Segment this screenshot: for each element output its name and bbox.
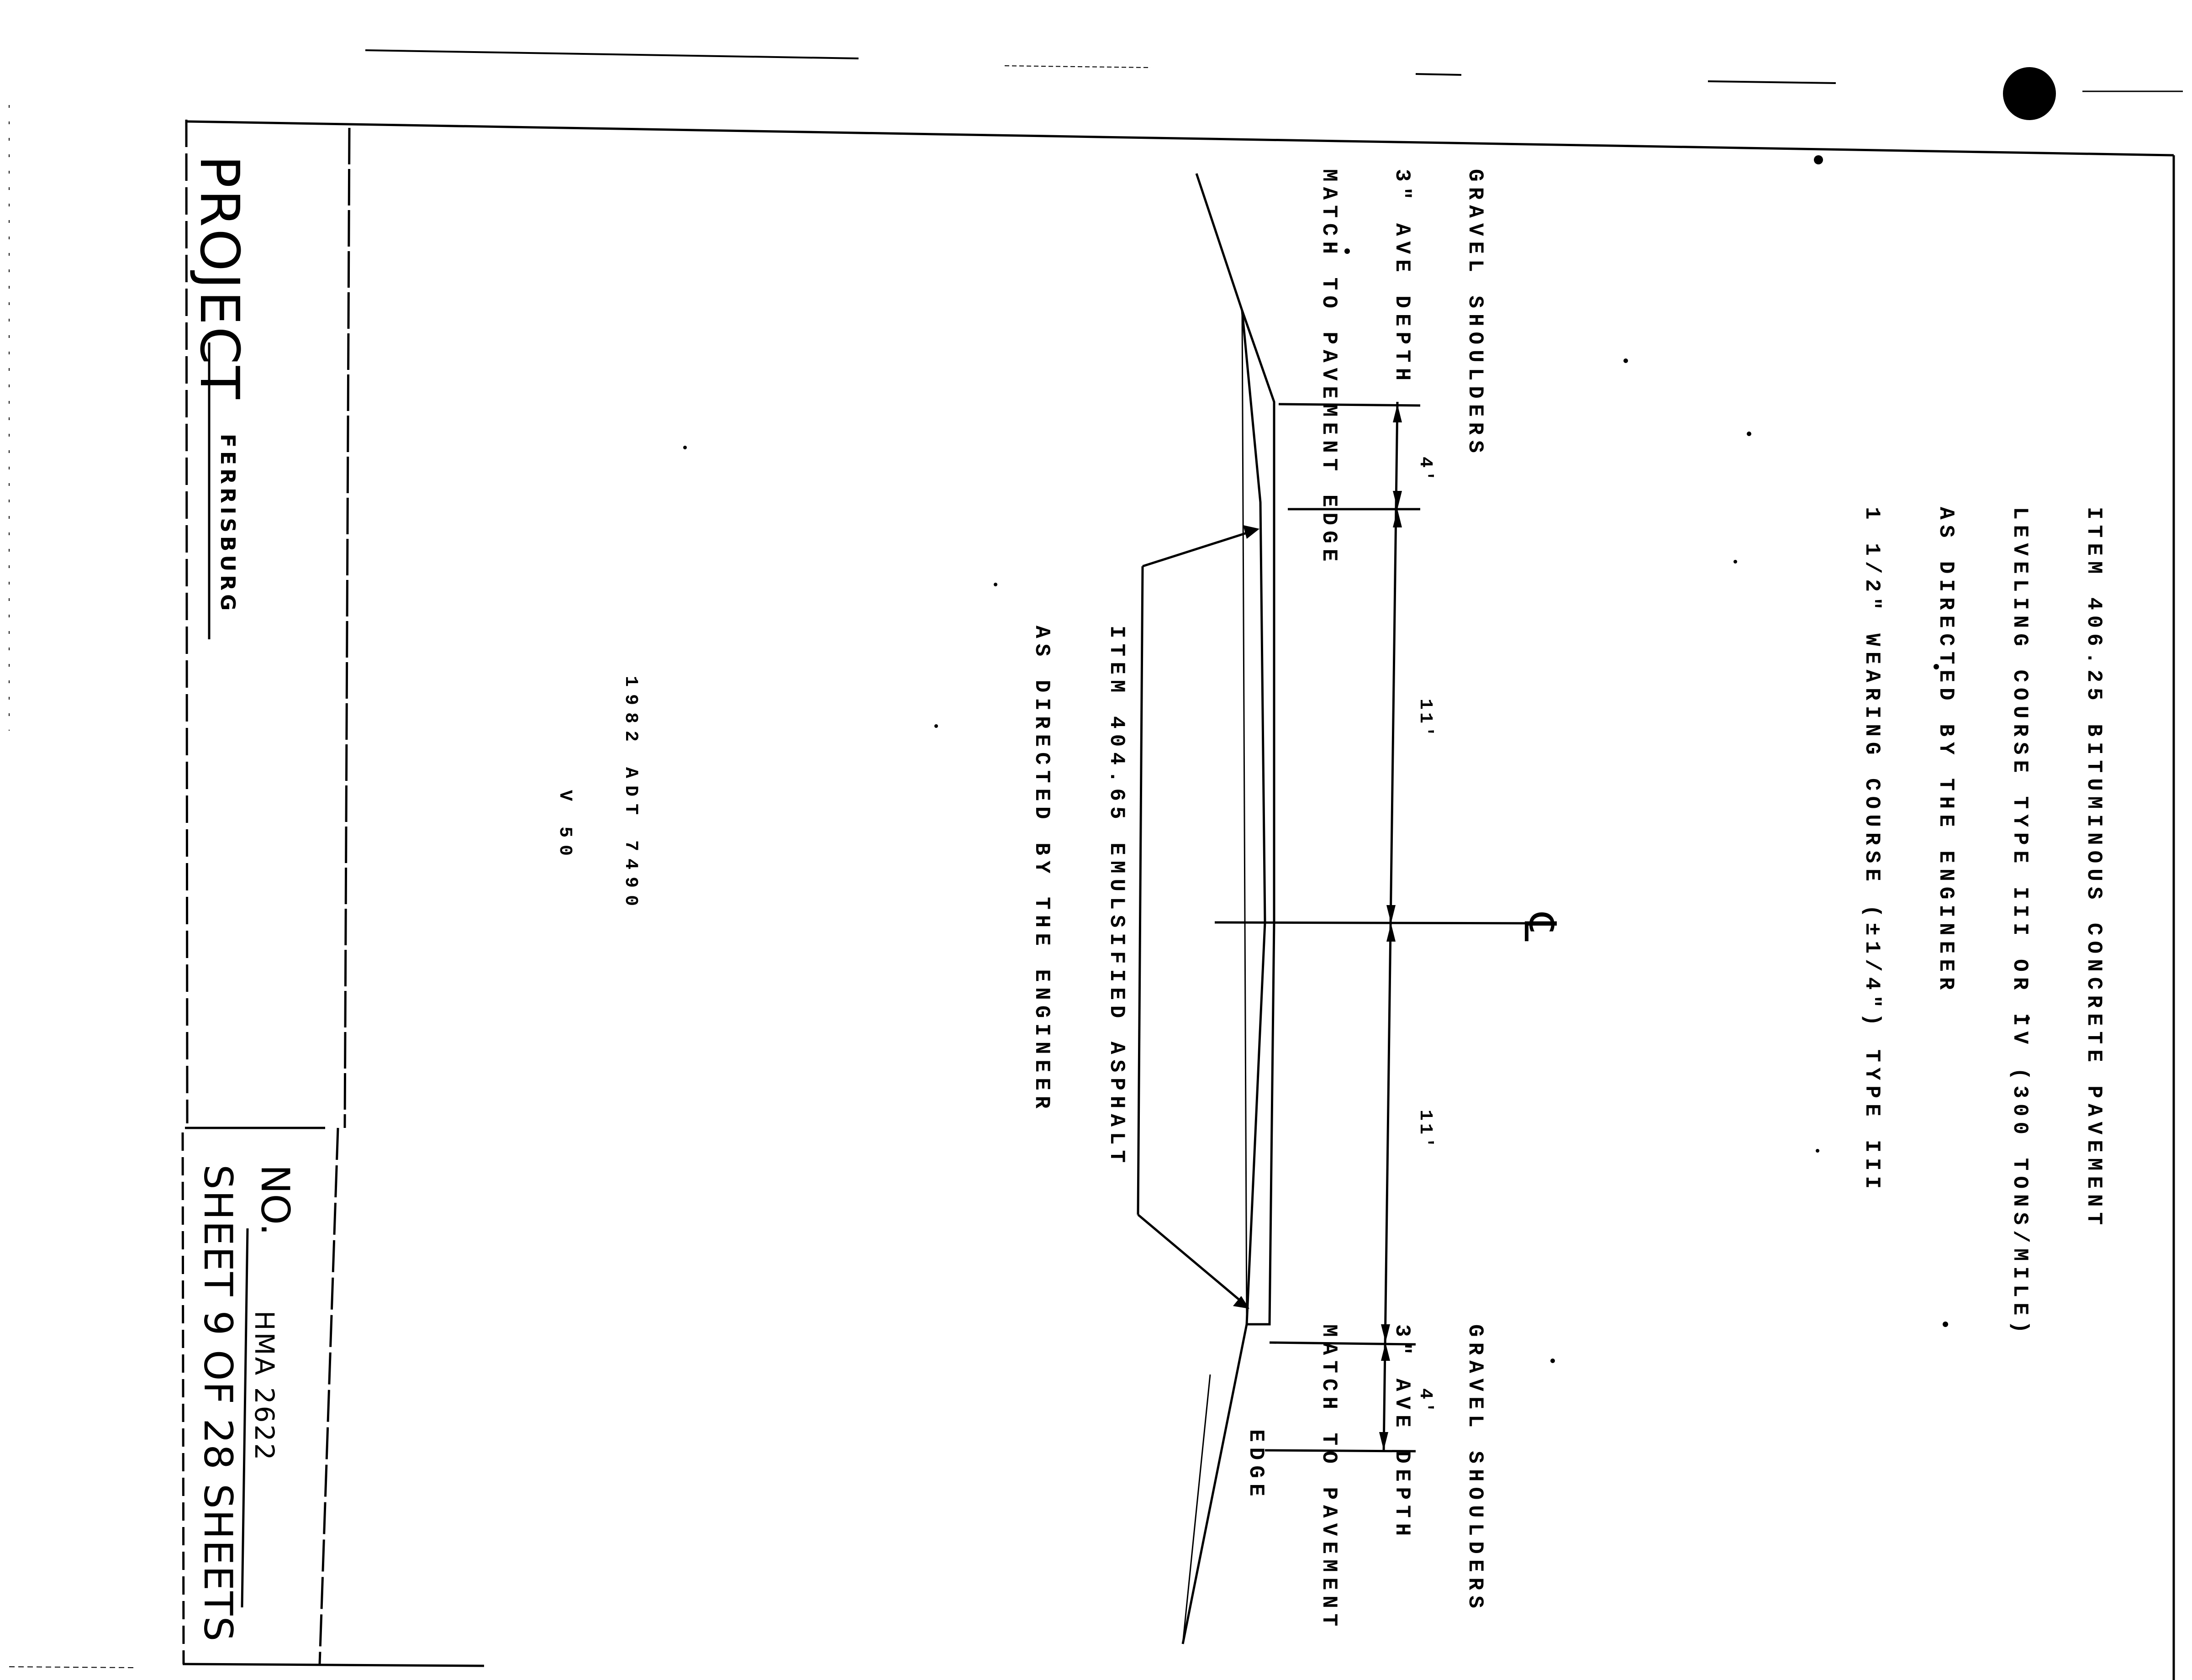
traffic-line1: 1982 ADT 7490 [620,676,641,914]
item-406-line2: LEVELING COURSE TYPE III OR IV (300 TONS… [2008,507,2032,1339]
shoulder-right-line4: EDGE [1244,1429,1268,1502]
item-404-line2: AS DIRECTED BY THE ENGINEER [1030,626,1054,1114]
subgrade-line [1181,173,1266,1644]
sheet-number: SHEET 9 OF 28 SHEETS [195,1164,241,1643]
scan-edge-marks [9,49,2183,1668]
project-name: FERRISBURG [216,434,239,615]
shoulder-right-line2: 3" AVE DEPTH [1390,1324,1414,1542]
pavement-top-line [1241,310,1275,1326]
dim-shoulder-left: 4' [1415,457,1435,485]
item-404-note: ITEM 404.65 EMULSIFIED ASPHALT AS DIRECT… [1010,626,1169,1168]
item-404-line1: ITEM 404.65 EMULSIFIED ASPHALT [1105,626,1128,1169]
dim-lane-right: 11' [1415,1110,1435,1151]
item-406-line1: ITEM 406.25 BITUMINOUS CONCRETE PAVEMENT [2082,507,2106,1231]
sheet-border [181,119,2175,1680]
punch-hole [2003,67,2056,120]
no-label: NO. [252,1164,298,1236]
item-404-arrowheads [1233,525,1259,1309]
shoulder-right-line3: MATCH TO PAVEMENT [1317,1324,1341,1632]
shoulder-left-line1: GRAVEL SHOULDERS [1463,169,1487,458]
item-404-leaders [1137,528,1257,1307]
traffic-line2: V 50 [554,790,575,864]
title-block-lines [185,127,351,1664]
item-406-line3: AS DIRECTED BY THE ENGINEER [1934,507,1958,995]
item-406-note: ITEM 406.25 BITUMINOUS CONCRETE PAVEMENT… [1840,507,2146,1339]
shoulder-right-line1: GRAVEL SHOULDERS [1463,1324,1487,1614]
project-label: PROJECT [188,155,251,401]
dimension-arrows [1379,404,1402,1450]
dim-lane-left: 11' [1415,699,1435,740]
shoulder-left-line2: 3" AVE DEPTH [1390,169,1414,386]
item-406-line4: 1 1/2" WEARING COURSE (±1/4") TYPE III [1860,507,1884,1194]
shoulder-right-note: GRAVEL SHOULDERS 3" AVE DEPTH MATCH TO P… [1224,1324,1528,1632]
centerline-symbol: ℄ [1514,913,1565,942]
shoulder-left-line3: MATCH TO PAVEMENT EDGE [1317,169,1341,567]
shoulder-left-note: GRAVEL SHOULDERS 3" AVE DEPTH MATCH TO P… [1297,169,1528,567]
no-value: HMA 2622 [249,1311,280,1462]
scan-specks [683,155,2030,1363]
dim-shoulder-right: 4' [1415,1388,1435,1416]
traffic-note: 1982 ADT 7490 V 50 [537,676,676,913]
